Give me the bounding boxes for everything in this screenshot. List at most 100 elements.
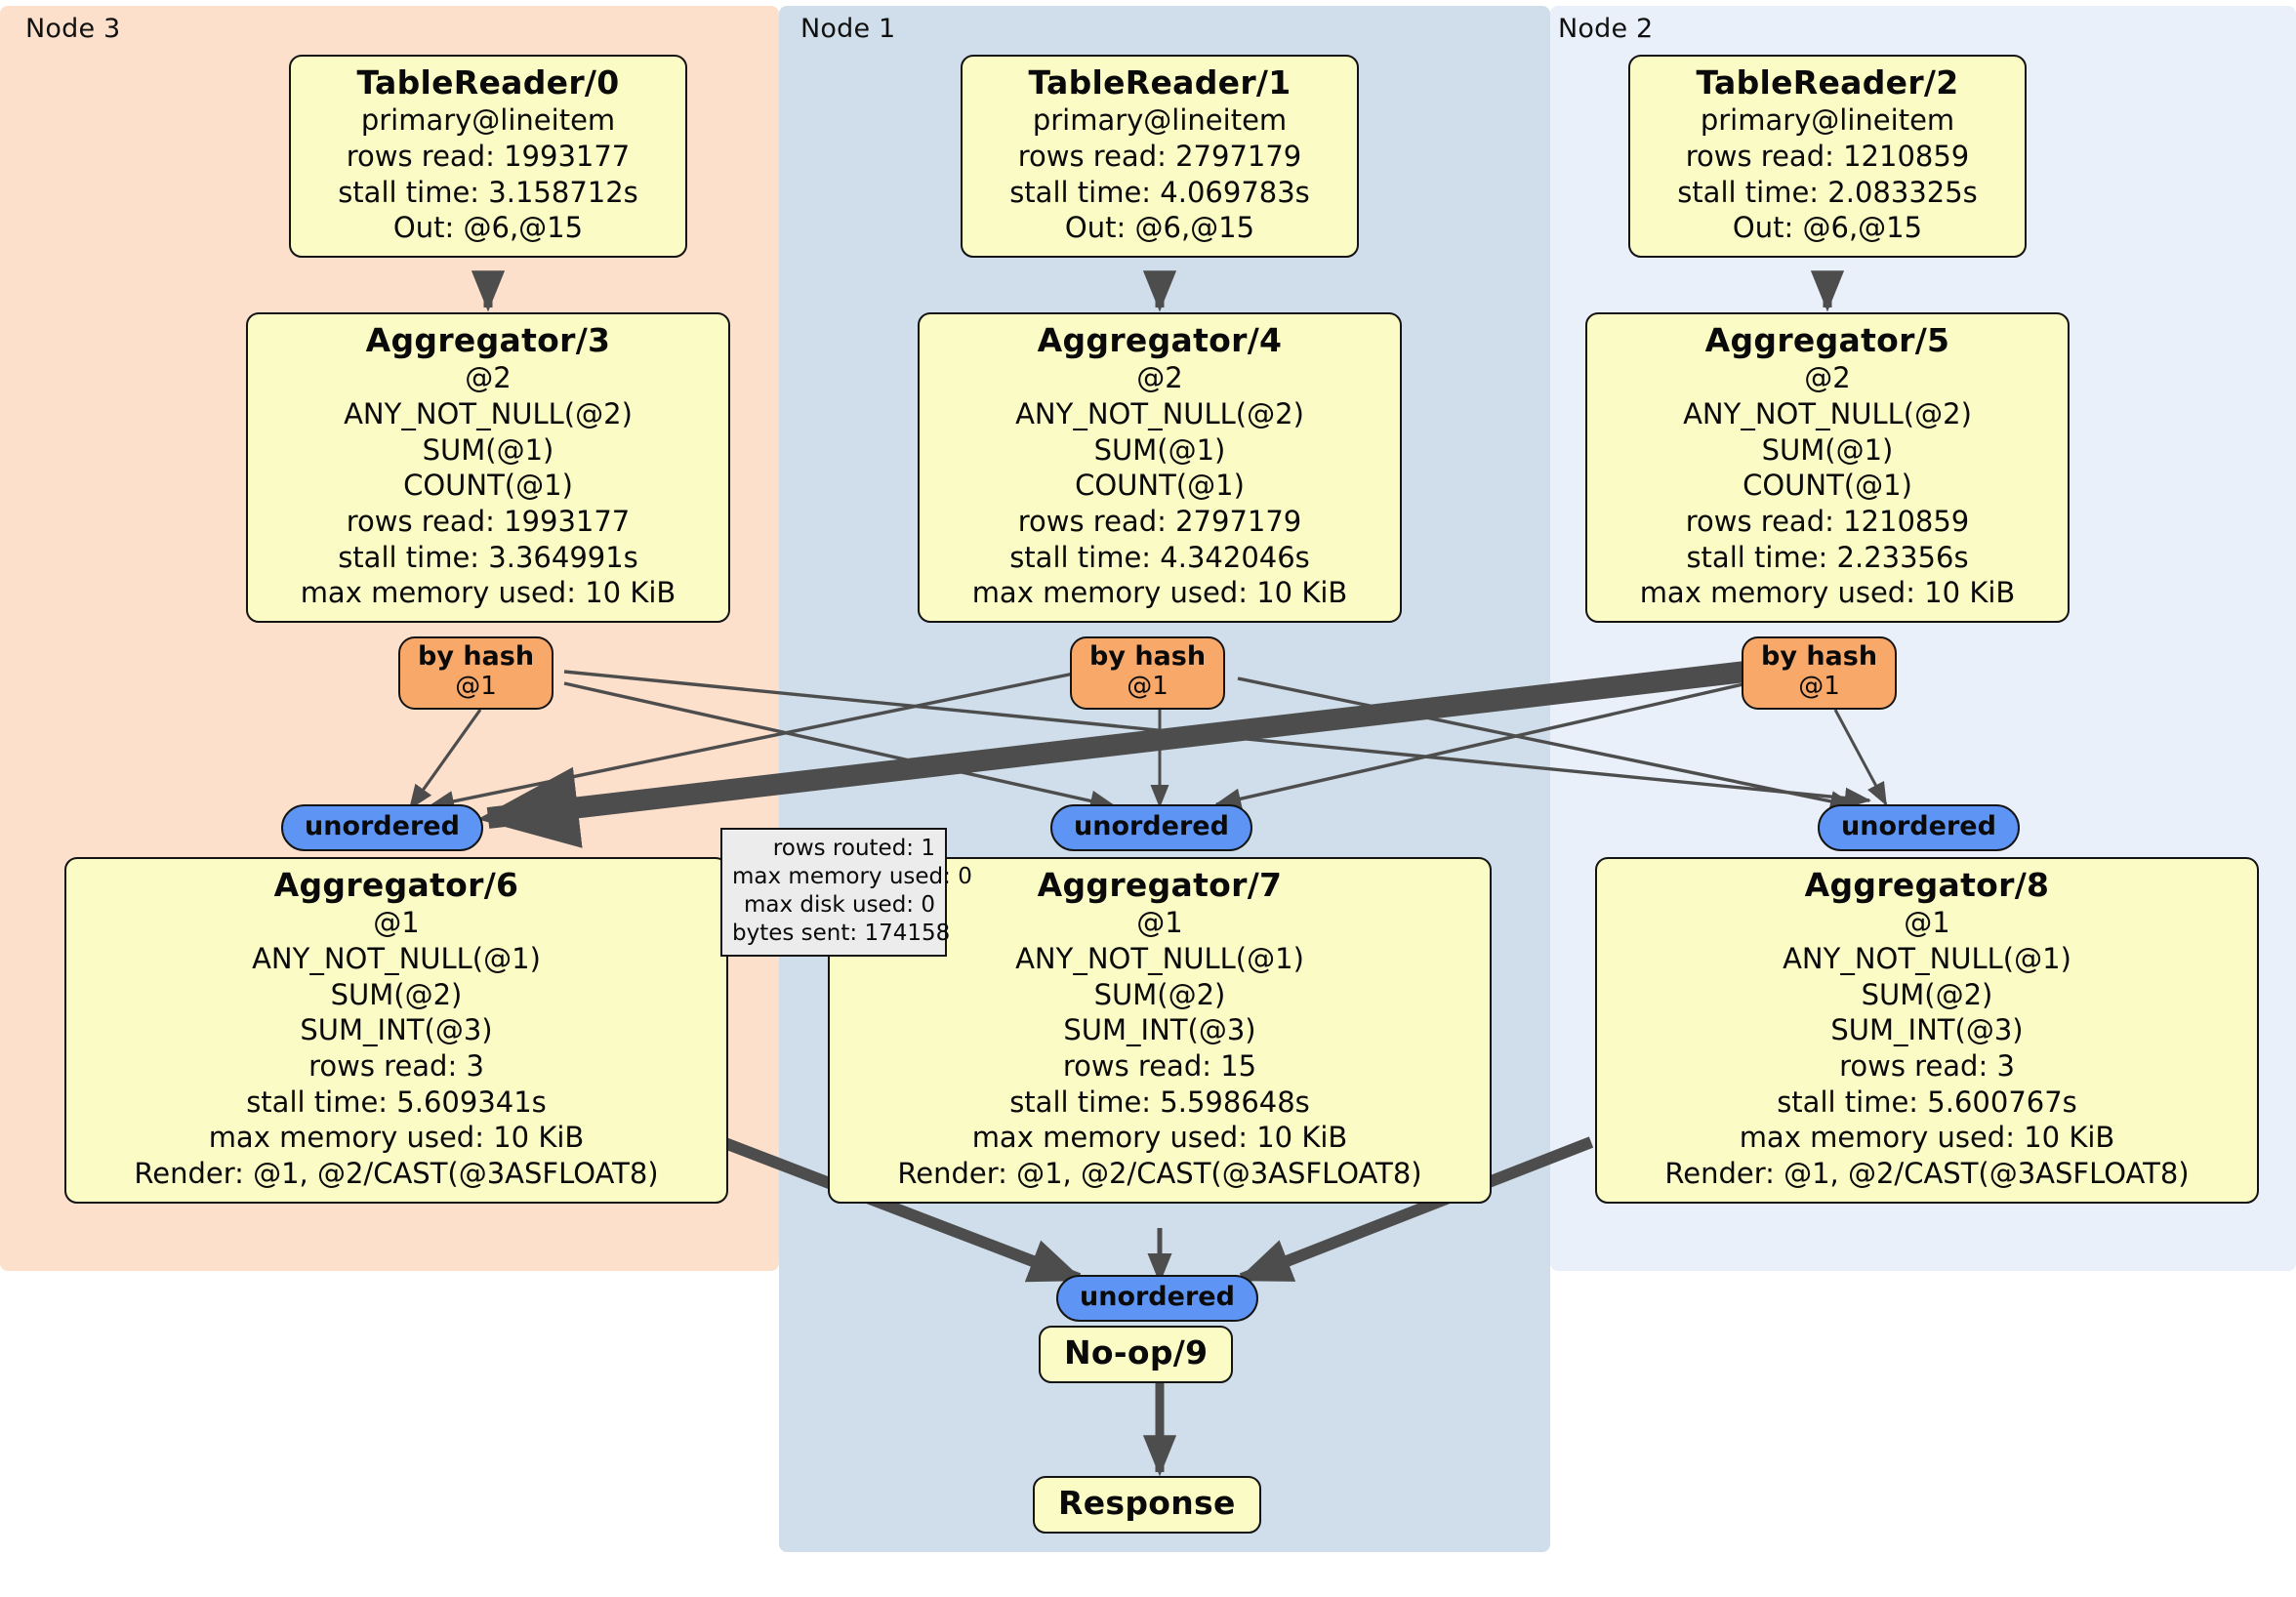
processor-line: @2 <box>1804 361 1851 395</box>
processor-line: max memory used: 10 KiB <box>971 1121 1348 1155</box>
processor-line: ANY_NOT_NULL(@2) <box>1683 396 1972 430</box>
stream-stats-box: rows routed: 1 max memory used: 0 max di… <box>720 828 972 957</box>
processor-title: TableReader/2 <box>1696 63 1959 102</box>
cluster-label-node-1: Node 1 <box>800 14 896 44</box>
stream-label: unordered <box>1074 811 1229 841</box>
processor-line: Out: @6,@15 <box>1064 211 1255 245</box>
processor-line: SUM_INT(@3) <box>300 1013 493 1047</box>
processor-title: TableReader/1 <box>1028 63 1292 102</box>
processor-line: stall time: 5.609341s <box>246 1085 547 1119</box>
processor-tablereader-0[interactable]: TableReader/0 primary@lineitem rows read… <box>289 55 687 258</box>
stream-unordered-aggregator-6[interactable]: unordered <box>281 804 483 851</box>
router-stream-label: @1 <box>455 672 497 702</box>
router-type-label: by hash <box>418 641 535 672</box>
processor-line: @1 <box>373 906 420 940</box>
processor-line: SUM(@2) <box>1093 977 1226 1011</box>
processor-line: primary@lineitem <box>360 103 616 138</box>
processor-line: SUM_INT(@3) <box>1063 1013 1256 1047</box>
processor-aggregator-6[interactable]: Aggregator/6 @1 ANY_NOT_NULL(@1) SUM(@2)… <box>64 857 728 1204</box>
processor-line: ANY_NOT_NULL(@2) <box>1015 396 1304 430</box>
stream-label: unordered <box>305 811 460 841</box>
processor-line: SUM(@2) <box>330 977 463 1011</box>
processor-line: stall time: 2.23356s <box>1686 540 1969 574</box>
router-by-hash-aggregator-5[interactable]: by hash @1 <box>1742 636 1898 710</box>
processor-line: rows read: 3 <box>1839 1048 2015 1083</box>
router-type-label: by hash <box>1089 641 1207 672</box>
processor-tablereader-1[interactable]: TableReader/1 primary@lineitem rows read… <box>961 55 1359 258</box>
processor-line: SUM(@1) <box>1761 432 1894 467</box>
processor-line: Render: @1, @2/CAST(@3ASFLOAT8) <box>1664 1156 2190 1190</box>
processor-title: Aggregator/6 <box>273 866 519 904</box>
processor-title: Aggregator/5 <box>1704 321 1950 359</box>
cluster-label-node-2: Node 2 <box>1558 14 1654 44</box>
processor-response[interactable]: Response <box>1033 1476 1261 1535</box>
processor-noop-9[interactable]: No-op/9 <box>1039 1326 1234 1384</box>
processor-title: Response <box>1058 1484 1236 1522</box>
processor-line: stall time: 4.069783s <box>1009 175 1310 209</box>
router-by-hash-aggregator-4[interactable]: by hash @1 <box>1070 636 1226 710</box>
processor-line: max memory used: 10 KiB <box>300 576 676 610</box>
processor-title: Aggregator/3 <box>365 321 611 359</box>
router-type-label: by hash <box>1761 641 1878 672</box>
processor-line: stall time: 3.364991s <box>338 540 638 574</box>
router-stream-label: @1 <box>1127 672 1168 702</box>
processor-line: max memory used: 10 KiB <box>1639 576 2016 610</box>
processor-line: rows read: 15 <box>1062 1048 1257 1083</box>
processor-line: COUNT(@1) <box>403 469 573 503</box>
stream-label: unordered <box>1841 811 1996 841</box>
stream-unordered-aggregator-7[interactable]: unordered <box>1050 804 1252 851</box>
processor-line: primary@lineitem <box>1032 103 1288 138</box>
processor-line: SUM(@2) <box>1861 977 1993 1011</box>
processor-line: max memory used: 10 KiB <box>208 1121 585 1155</box>
processor-line: stall time: 2.083325s <box>1677 175 1978 209</box>
processor-line: rows read: 1210859 <box>1685 504 1970 538</box>
processor-line: @2 <box>1136 361 1183 395</box>
processor-line: ANY_NOT_NULL(@1) <box>1015 941 1304 975</box>
processor-line: rows read: 3 <box>308 1048 484 1083</box>
stats-line: max disk used: 0 <box>743 891 935 918</box>
processor-line: ANY_NOT_NULL(@2) <box>344 396 633 430</box>
processor-line: COUNT(@1) <box>1075 469 1245 503</box>
stream-unordered-noop-9[interactable]: unordered <box>1056 1275 1258 1322</box>
processor-line: ANY_NOT_NULL(@1) <box>1783 941 2071 975</box>
stats-line: max memory used: 0 <box>732 863 972 889</box>
processor-line: rows read: 2797179 <box>1017 139 1302 173</box>
processor-aggregator-8[interactable]: Aggregator/8 @1 ANY_NOT_NULL(@1) SUM(@2)… <box>1595 857 2259 1204</box>
router-by-hash-aggregator-3[interactable]: by hash @1 <box>398 636 554 710</box>
processor-line: COUNT(@1) <box>1742 469 1912 503</box>
stream-label: unordered <box>1080 1282 1235 1312</box>
processor-title: Aggregator/7 <box>1037 866 1283 904</box>
processor-line: rows read: 1993177 <box>346 139 631 173</box>
stats-line: rows routed: 1 <box>772 836 935 861</box>
processor-line: stall time: 5.600767s <box>1777 1085 2077 1119</box>
processor-aggregator-4[interactable]: Aggregator/4 @2 ANY_NOT_NULL(@2) SUM(@1)… <box>918 312 1402 623</box>
processor-line: rows read: 1993177 <box>346 504 631 538</box>
processor-aggregator-5[interactable]: Aggregator/5 @2 ANY_NOT_NULL(@2) SUM(@1)… <box>1585 312 2070 623</box>
processor-line: primary@lineitem <box>1700 103 1955 138</box>
processor-line: Render: @1, @2/CAST(@3ASFLOAT8) <box>897 1156 1422 1190</box>
processor-line: ANY_NOT_NULL(@1) <box>252 941 541 975</box>
processor-aggregator-3[interactable]: Aggregator/3 @2 ANY_NOT_NULL(@2) SUM(@1)… <box>246 312 730 623</box>
processor-line: max memory used: 10 KiB <box>971 576 1348 610</box>
processor-line: SUM_INT(@3) <box>1830 1013 2024 1047</box>
stream-unordered-aggregator-8[interactable]: unordered <box>1818 804 2020 851</box>
processor-title: Aggregator/4 <box>1037 321 1283 359</box>
processor-title: No-op/9 <box>1064 1333 1209 1372</box>
processor-line: max memory used: 10 KiB <box>1739 1121 2115 1155</box>
processor-line: @1 <box>1904 906 1950 940</box>
router-stream-label: @1 <box>1798 672 1840 702</box>
stats-line: bytes sent: 174158 <box>732 920 951 946</box>
processor-title: TableReader/0 <box>356 63 620 102</box>
processor-line: rows read: 1210859 <box>1685 139 1970 173</box>
processor-line: stall time: 3.158712s <box>338 175 638 209</box>
processor-tablereader-2[interactable]: TableReader/2 primary@lineitem rows read… <box>1628 55 2027 258</box>
processor-line: @2 <box>465 361 512 395</box>
processor-line: SUM(@1) <box>1093 432 1226 467</box>
processor-line: Out: @6,@15 <box>392 211 584 245</box>
processor-title: Aggregator/8 <box>1804 866 2050 904</box>
processor-line: rows read: 2797179 <box>1017 504 1302 538</box>
processor-line: stall time: 4.342046s <box>1009 540 1310 574</box>
processor-line: @1 <box>1136 906 1183 940</box>
cluster-label-node-3: Node 3 <box>25 14 121 44</box>
